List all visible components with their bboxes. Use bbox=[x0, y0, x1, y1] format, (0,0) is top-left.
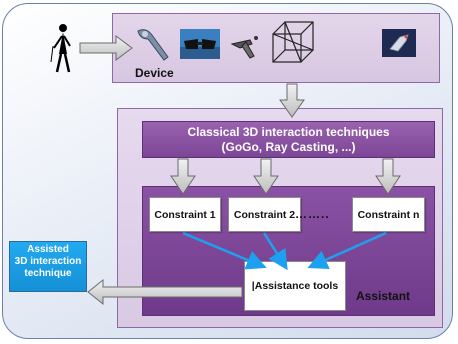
constraint-1-box: Constraint 1 bbox=[149, 197, 221, 232]
tools-to-result-arrow bbox=[87, 278, 243, 306]
device-to-classical-arrow bbox=[279, 83, 305, 118]
classical-to-constraint-1-arrow bbox=[170, 158, 196, 195]
classical-examples: (GoGo, Ray Casting, ...) bbox=[221, 140, 356, 154]
result-line-1: Assisted bbox=[27, 244, 69, 255]
classical-to-constraint-n-arrow bbox=[375, 158, 401, 195]
wand-controller-icon bbox=[137, 29, 169, 61]
result-line-3: technique bbox=[24, 268, 72, 279]
data-glove-icon bbox=[382, 29, 416, 57]
stereo-glasses-icon bbox=[180, 29, 220, 59]
constraint-n-box: Constraint n bbox=[352, 197, 425, 232]
classical-techniques-box: Classical 3D interaction techniques (GoG… bbox=[142, 121, 435, 158]
classical-to-constraint-2-arrow bbox=[253, 158, 279, 195]
wireframe-cube-icon bbox=[272, 21, 314, 63]
constraint-n-to-tools-arrow bbox=[307, 231, 387, 270]
result-line-2: 3D interaction bbox=[14, 256, 82, 267]
assisted-technique-box: Assisted 3D interaction technique bbox=[9, 241, 87, 292]
handheld-tracker-icon bbox=[230, 36, 258, 59]
device-label: Device bbox=[135, 66, 174, 80]
assistant-label: Assistant bbox=[356, 289, 411, 303]
user-to-device-arrow bbox=[79, 35, 133, 61]
classical-title: Classical 3D interaction techniques bbox=[187, 125, 390, 139]
constraint-2-box: Constraint 2 bbox=[228, 197, 301, 232]
constraint-2-to-tools-arrow bbox=[262, 232, 288, 271]
constraints-ellipsis: …….. bbox=[295, 207, 330, 221]
user-figure-icon bbox=[50, 24, 71, 73]
constraint-1-to-tools-arrow bbox=[182, 231, 267, 270]
